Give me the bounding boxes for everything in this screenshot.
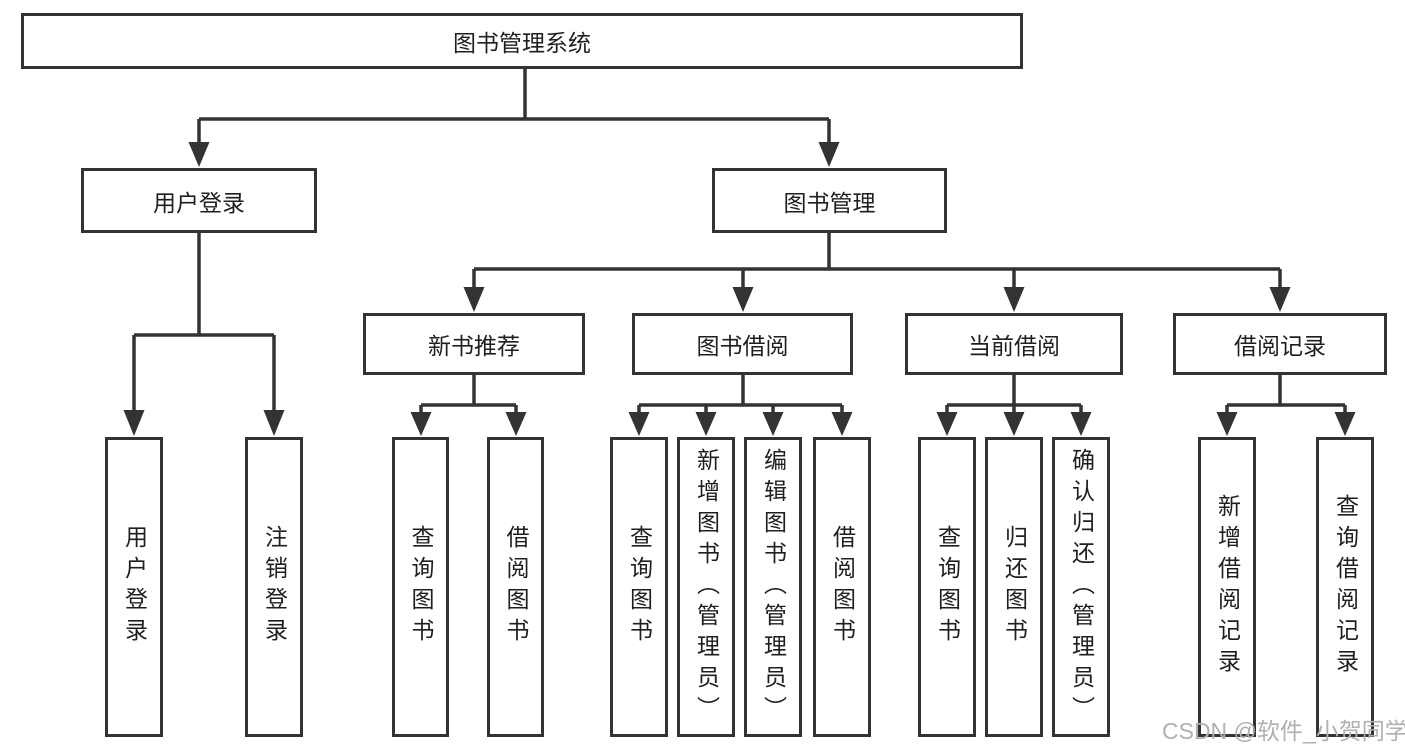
node-book-borrow: 图书借阅 <box>632 313 853 375</box>
node-leaf-user-login-action: 用户登录 <box>105 437 163 737</box>
node-new-book-recommend-label: 新书推荐 <box>428 333 520 359</box>
connector-book-borrow <box>628 375 853 436</box>
node-leaf-add-borrow-record: 新增借阅记录 <box>1198 437 1256 737</box>
node-leaf-query-books-1-label: 查询图书 <box>408 525 434 649</box>
connector-new-book-recommend <box>410 375 527 436</box>
arrowhead <box>1003 412 1025 436</box>
node-leaf-borrow-books-2-label: 借阅图书 <box>829 525 856 649</box>
arrowhead <box>410 412 432 436</box>
node-leaf-add-books-admin: 新增图书（管理员） <box>677 437 735 737</box>
connector-user-login <box>123 233 285 436</box>
node-borrow-records-label: 借阅记录 <box>1234 333 1326 359</box>
node-leaf-return-books: 归还图书 <box>985 437 1043 737</box>
node-leaf-add-books-admin-label: 新增图书（管理员） <box>693 447 720 727</box>
node-leaf-query-borrow-record: 查询借阅记录 <box>1316 437 1374 737</box>
node-current-borrow: 当前借阅 <box>905 313 1123 375</box>
node-leaf-user-login-action-label: 用户登录 <box>121 525 148 649</box>
node-book-borrow-label: 图书借阅 <box>696 333 789 359</box>
node-leaf-borrow-books-1: 借阅图书 <box>487 437 544 737</box>
arrowhead <box>505 412 527 436</box>
node-leaf-return-books-label: 归还图书 <box>1001 525 1028 649</box>
node-leaf-edit-books-admin-label: 编辑图书（管理员） <box>760 447 787 727</box>
arrowhead <box>1070 412 1092 436</box>
arrowhead <box>732 287 754 312</box>
node-leaf-borrow-books-1-label: 借阅图书 <box>503 525 529 649</box>
node-leaf-confirm-return-admin: 确认归还（管理员） <box>1052 437 1110 737</box>
node-user-login-label: 用户登录 <box>153 189 245 216</box>
node-leaf-query-books-1: 查询图书 <box>392 437 449 737</box>
arrowhead <box>936 412 958 436</box>
arrowhead <box>1269 287 1291 312</box>
arrowhead <box>1003 287 1025 312</box>
node-leaf-edit-books-admin: 编辑图书（管理员） <box>744 437 802 737</box>
arrowhead <box>1334 412 1356 436</box>
node-leaf-logout-label: 注销登录 <box>261 525 288 649</box>
node-leaf-query-books-3: 查询图书 <box>918 437 976 737</box>
node-borrow-records: 借阅记录 <box>1173 313 1387 375</box>
node-book-management-label: 图书管理 <box>783 189 876 216</box>
arrowhead <box>1216 412 1238 436</box>
arrowhead <box>762 412 784 436</box>
arrowhead <box>831 412 853 436</box>
arrowhead <box>123 410 145 436</box>
arrowhead <box>463 287 485 312</box>
connector-book-management <box>463 233 1291 312</box>
node-root: 图书管理系统 <box>21 13 1023 69</box>
node-leaf-query-books-2-label: 查询图书 <box>626 525 653 649</box>
arrowhead <box>695 412 717 436</box>
node-new-book-recommend: 新书推荐 <box>363 313 585 375</box>
connector-current-borrow <box>936 375 1092 436</box>
node-leaf-add-borrow-record-label: 新增借阅记录 <box>1214 494 1241 680</box>
connector-root <box>188 69 840 167</box>
arrowhead <box>263 410 285 436</box>
node-user-login: 用户登录 <box>81 168 317 233</box>
node-root-label: 图书管理系统 <box>453 30 591 56</box>
node-leaf-borrow-books-2: 借阅图书 <box>813 437 871 737</box>
node-current-borrow-label: 当前借阅 <box>968 333 1060 359</box>
connector-borrow-records <box>1216 375 1356 436</box>
node-leaf-query-books-3-label: 查询图书 <box>934 525 961 649</box>
node-book-management: 图书管理 <box>712 168 947 233</box>
arrowhead <box>818 142 840 167</box>
node-leaf-query-books-2: 查询图书 <box>610 437 668 737</box>
node-leaf-confirm-return-admin-label: 确认归还（管理员） <box>1068 447 1095 727</box>
arrowhead <box>188 142 210 167</box>
arrowhead <box>628 412 650 436</box>
node-leaf-query-borrow-record-label: 查询借阅记录 <box>1332 494 1359 680</box>
node-leaf-logout: 注销登录 <box>245 437 303 737</box>
watermark: CSDN @软件_小贺同学 <box>1162 718 1405 744</box>
